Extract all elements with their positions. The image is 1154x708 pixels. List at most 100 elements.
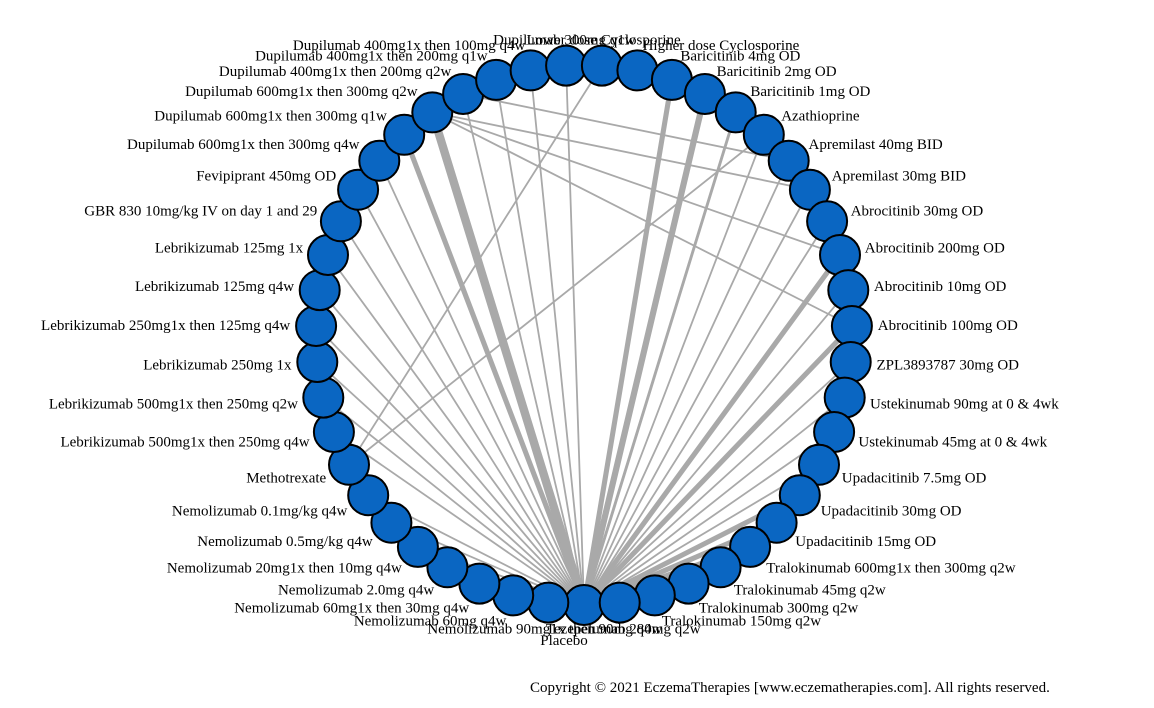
node-nemolizumab-20mg1x-then-10mg-q4w: Nemolizumab 20mg1x then 10mg q4w — [167, 525, 439, 576]
node-label: Lebrikizumab 500mg1x then 250mg q4w — [60, 434, 309, 450]
node-label: Dupilumab 600mg1x then 300mg q2w — [185, 84, 418, 100]
node-tralokinumab-150mg-q2w: Tralokinumab 150mg q2w — [633, 574, 822, 630]
node-circle — [778, 474, 821, 517]
node-baricitinib-2mg-od: Baricitinib 2mg OD — [683, 64, 837, 115]
edge-placebo--lebrikizumab-125mg-q4w — [318, 289, 585, 606]
node-dupilumab-400mg1x-then-100mg-q4w: Dupilumab 400mg1x then 100mg q4w — [293, 38, 552, 92]
node-tralokinumab-45mg-q2w: Tralokinumab 45mg q2w — [699, 546, 886, 599]
edge-placebo--azathioprine — [583, 133, 765, 606]
node-label: Lebrikizumab 500mg1x then 250mg q2w — [49, 397, 298, 413]
edge-placebo--abrocitinib-30mg-od — [583, 220, 828, 606]
node-ustekinumab-90mg-at-0-4wk: Ustekinumab 90mg at 0 & 4wk — [823, 376, 1059, 419]
node-circle — [563, 584, 605, 626]
node-circle — [742, 113, 785, 156]
node-circle — [302, 376, 345, 419]
node-label: Dupilumab 400mg1x then 200mg q1w — [255, 48, 488, 64]
node-label: ZPL3893787 30mg OD — [877, 358, 1020, 374]
edge-placebo--baricitinib-1mg-od — [582, 110, 738, 607]
node-label: Upadacitinib 30mg OD — [821, 504, 962, 520]
edge-placebo--ustekinumab-45mg-at-0-4wk — [583, 431, 835, 606]
node-circle — [827, 269, 870, 312]
edge-placebo--gbr-830-10mg-kg-iv-on-day-1-and-29 — [339, 220, 585, 606]
node-circle — [683, 73, 726, 115]
node-fevipiprant-450mg-od: Fevipiprant 450mg OD — [196, 168, 380, 211]
node-label: Ustekinumab 45mg at 0 & 4wk — [858, 434, 1047, 450]
node-label: Lower dose Cyclosporine — [527, 33, 681, 49]
edge-placebo--dupilumab-400mg1x-then-200mg-q1w — [495, 79, 585, 606]
node-nemolizumab-0-5mg-kg-q4w: Nemolizumab 0.5mg/kg q4w — [197, 501, 413, 550]
node-circle — [370, 501, 413, 544]
node-circle — [337, 168, 380, 211]
node-label: Baricitinib 4mg OD — [680, 48, 800, 64]
edge-placebo--dupilumab-400mg1x-then-100mg-q4w — [529, 69, 585, 606]
node-label: Dupilumab 400mg1x then 100mg q4w — [293, 38, 526, 54]
node-label: Abrocitinib 10mg OD — [874, 279, 1007, 295]
node-dupilumab-600mg1x-then-300mg-q1w: Dupilumab 600mg1x then 300mg q1w — [154, 109, 426, 156]
node-upadacitinib-7-5mg-od: Upadacitinib 7.5mg OD — [798, 443, 987, 486]
node-tralokinumab-600mg1x-then-300mg-q2w: Tralokinumab 600mg1x then 300mg q2w — [729, 525, 1016, 576]
node-dupilumab-600mg1x-then-300mg-q4w: Dupilumab 600mg1x then 300mg q4w — [127, 137, 401, 182]
node-label: Nemolizumab 60mg1x then 30mg q4w — [234, 601, 469, 617]
node-lebrikizumab-125mg-1x: Lebrikizumab 125mg 1x — [155, 234, 349, 276]
node-label: Lebrikizumab 125mg q4w — [135, 279, 294, 295]
node-label: Abrocitinib 30mg OD — [851, 203, 984, 219]
edge-dupilumab-600mg1x-then-300mg-q2w--abrocitinib-100mg-od — [431, 111, 853, 327]
node-label: Upadacitinib 15mg OD — [795, 534, 936, 550]
node-label: Tralokinumab 600mg1x then 300mg q2w — [766, 560, 1016, 576]
node-label: Dupilumab 600mg1x then 300mg q1w — [154, 109, 387, 125]
edge-placebo--dupilumab-600mg1x-then-300mg-q4w — [378, 159, 585, 606]
node-label: Nemolizumab 90mg1x then 90mg q4w — [427, 621, 662, 637]
node-label: Abrocitinib 100mg OD — [878, 318, 1018, 334]
node-label: Nemolizumab 20mg1x then 10mg q4w — [167, 560, 402, 576]
node-circle — [296, 341, 339, 383]
node-circle — [358, 139, 401, 182]
edge-placebo--lebrikizumab-500mg1x-then-250mg-q2w — [322, 396, 585, 606]
node-circle — [829, 341, 872, 383]
node-label: Tralokinumab 150mg q2w — [662, 614, 822, 630]
node-label: Baricitinib 2mg OD — [717, 64, 837, 80]
node-circle — [527, 581, 570, 624]
node-abrocitinib-10mg-od: Abrocitinib 10mg OD — [827, 269, 1007, 312]
node-label: Tralokinumab 300mg q2w — [699, 601, 859, 617]
edge-methotrexate--azathioprine — [348, 133, 765, 466]
node-nemolizumab-0-1mg-kg-q4w: Nemolizumab 0.1mg/kg q4w — [172, 474, 390, 520]
node-circle — [298, 269, 341, 312]
node-circle — [767, 139, 810, 182]
edge-placebo--abrocitinib-200mg-od — [581, 252, 843, 608]
edge-placebo--lebrikizumab-250mg1x-then-125mg-q4w — [315, 325, 585, 606]
node-gbr-830-10mg-kg-iv-on-day-1-and-29: GBR 830 10mg/kg IV on day 1 and 29 — [84, 200, 362, 243]
node-label: Lebrikizumab 125mg 1x — [155, 240, 304, 256]
node-circle — [426, 546, 469, 589]
edge-placebo--lebrikizumab-125mg-1x — [327, 254, 585, 606]
node-dupilumab-600mg1x-then-300mg-q2w: Dupilumab 600mg1x then 300mg q2w — [185, 84, 454, 134]
edge-placebo--abrocitinib-10mg-od — [583, 289, 850, 606]
node-tralokinumab-300mg-q2w: Tralokinumab 300mg q2w — [667, 562, 859, 617]
node-label: Dupilumab 400mg1x then 200mg q2w — [219, 64, 452, 80]
node-label: Methotrexate — [246, 470, 326, 486]
node-circle — [633, 574, 676, 617]
node-circle — [598, 581, 641, 624]
copyright-notice: Copyright © 2021 EczemaTherapies [www.ec… — [530, 680, 1050, 696]
edge-placebo--apremilast-30mg-bid — [583, 188, 811, 606]
node-lower-dose-cyclosporine: Lower dose Cyclosporine — [527, 33, 681, 87]
node-circle — [580, 44, 623, 87]
node-circle — [396, 525, 439, 568]
node-nemolizumab-60mg-q4w: Nemolizumab 60mg q4w — [354, 574, 535, 630]
node-circle — [295, 305, 338, 347]
edge-placebo--lebrikizumab-250mg-1x — [316, 361, 585, 606]
node-label: Tralokinumab 45mg q2w — [734, 583, 886, 599]
node-baricitinib-4mg-od: Baricitinib 4mg OD — [650, 48, 801, 101]
node-circle — [383, 113, 426, 156]
node-label: Higher dose Cyclosporine — [643, 38, 800, 54]
node-label: Tezepelumab 280mg q2w — [546, 621, 701, 637]
edge-dupilumab-400mg1x-then-200mg-q2w--apremilast-40mg-bid — [462, 93, 790, 162]
node-upadacitinib-15mg-od: Upadacitinib 15mg OD — [755, 501, 936, 550]
node-label: GBR 830 10mg/kg IV on day 1 and 29 — [84, 203, 317, 219]
node-label: Lebrikizumab 250mg1x then 125mg q4w — [41, 318, 290, 334]
node-label: Placebo — [540, 633, 587, 649]
edge-placebo--dupilumab-600mg1x-then-300mg-q1w — [401, 132, 587, 608]
node-label: Nemolizumab 0.1mg/kg q4w — [172, 504, 348, 520]
node-nemolizumab-60mg1x-then-30mg-q4w: Nemolizumab 60mg1x then 30mg q4w — [234, 562, 501, 617]
node-circle — [509, 49, 552, 92]
